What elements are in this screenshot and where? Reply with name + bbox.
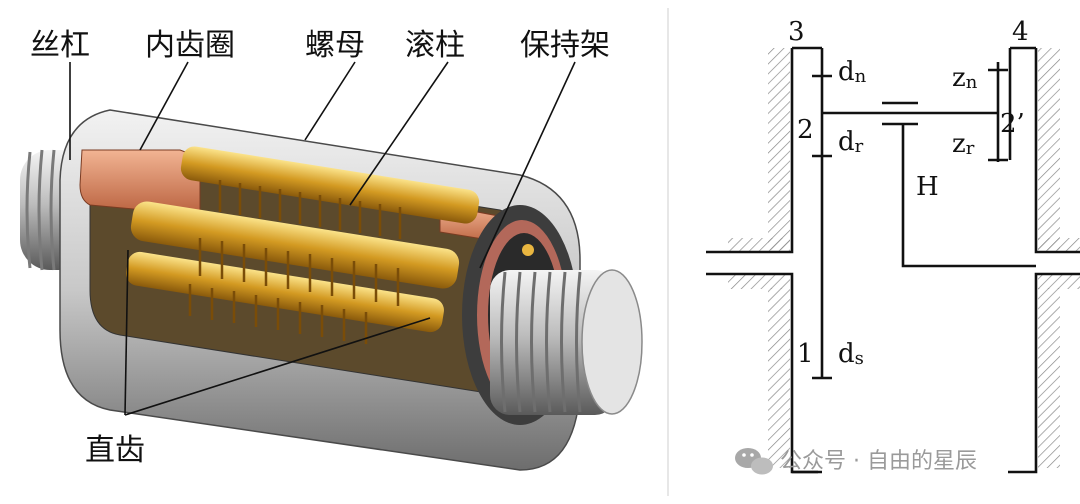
label-roller: 滚柱 [405, 28, 465, 63]
frame-hatch-left-bottom [768, 288, 790, 468]
frame-hatch-right-top [1038, 48, 1060, 250]
planetary-roller-screw-illustration: 丝杠 内齿圈 螺母 滚柱 保持架 直齿 [20, 28, 643, 471]
frame-hatch-right-bottom [1038, 288, 1060, 468]
frame-hatch-left-top [768, 48, 790, 250]
label-ds: ds [838, 339, 864, 369]
label-nut: 螺母 [305, 28, 365, 63]
label-zn: zn [952, 63, 978, 93]
frame-hatch-right-mid [1038, 238, 1080, 252]
watermark-text: 公众号 · 自由的星辰 [780, 449, 977, 474]
frame-right-lower [1008, 272, 1080, 474]
wechat-icon [735, 448, 773, 475]
label-carrier: 保持架 [520, 28, 610, 63]
label-dr-sub: r [855, 136, 864, 157]
frame-hatch-left-mid [728, 238, 790, 252]
label-H: H [916, 172, 939, 202]
leader-lines [69, 61, 576, 416]
label-1: 1 [797, 339, 814, 369]
frame-left [706, 48, 794, 254]
label-zn-sub: n [966, 72, 978, 93]
rollers [126, 146, 480, 344]
label-dr: dr [838, 127, 864, 157]
frame-right [1034, 48, 1080, 254]
frame-left-lower [706, 272, 818, 474]
label-4: 4 [1012, 17, 1029, 47]
label-2prime: 2’ [1000, 109, 1025, 139]
watermark: 公众号 · 自由的星辰 [735, 448, 977, 475]
label-spur-teeth: 直齿 [85, 433, 145, 468]
label-dn-sub: n [855, 66, 867, 87]
frame-hatch-right-low [1038, 275, 1080, 289]
label-3: 3 [788, 17, 805, 47]
screw-right-end [490, 269, 643, 415]
schematic-labels: 3 4 dn 2 dr zn 2’ zr H 1 ds [788, 17, 1029, 369]
frame-hatch-left-low [728, 275, 790, 289]
label-lead-screw: 丝杠 [30, 28, 90, 63]
label-ds-sub: s [855, 348, 864, 369]
label-dn: dn [838, 57, 867, 87]
label-zr-sub: r [966, 138, 975, 159]
label-ring-gear: 内齿圈 [145, 28, 235, 63]
label-2: 2 [797, 115, 814, 145]
carrier-H [901, 124, 1036, 268]
kinematic-schematic [706, 46, 1080, 474]
label-zr: zr [952, 129, 975, 159]
